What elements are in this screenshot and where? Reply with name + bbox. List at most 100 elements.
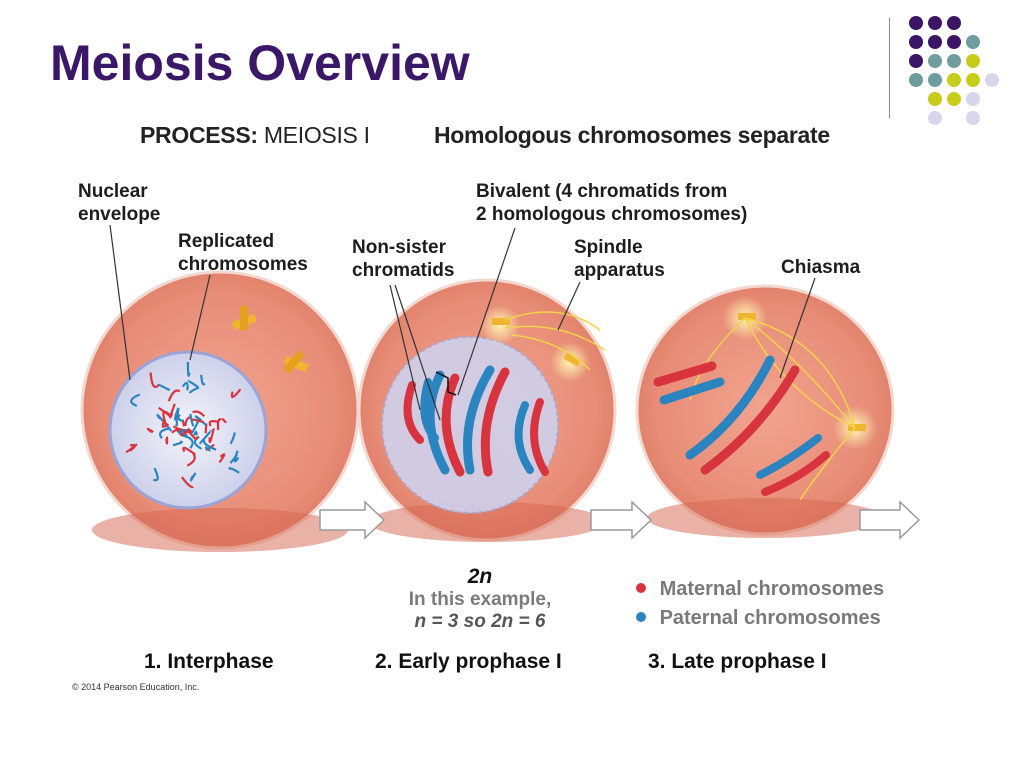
cell-interphase — [80, 270, 360, 552]
legend-paternal-label: Paternal chromosomes — [659, 607, 881, 629]
decorative-dot — [928, 73, 942, 87]
chromatin-strand — [156, 413, 173, 432]
chromatin-strand — [189, 413, 195, 427]
centrosome — [231, 306, 309, 374]
chromatin-strand — [169, 403, 176, 419]
chromatin-strand — [187, 380, 199, 389]
chromatin-strand — [182, 446, 197, 456]
decorative-dot — [928, 92, 942, 106]
decorative-dot — [947, 73, 961, 87]
paternal-color-dot — [636, 611, 646, 622]
homologous-pairs — [403, 365, 549, 477]
chromatin-strand — [176, 407, 184, 422]
chromatin-strand — [130, 393, 141, 407]
decorative-dot-grid — [909, 16, 999, 125]
decorative-dot — [928, 16, 942, 30]
decorative-dot — [928, 111, 942, 125]
chromatin-strand — [180, 430, 188, 437]
chromatin-strand — [233, 450, 240, 463]
chromosome-tetrads — [653, 355, 830, 496]
chromatin-strand — [221, 418, 227, 424]
label-spindle-apparatus: Spindle apparatus — [574, 236, 665, 282]
label-nuclear-envelope: Nuclear envelope — [78, 180, 160, 226]
decorative-dot — [947, 92, 961, 106]
label-replicated-chromosomes: Replicated chromosomes — [178, 230, 308, 276]
chromatin-strand — [186, 361, 191, 377]
cell-early-prophase — [357, 278, 617, 542]
chromatin-strand — [181, 476, 194, 489]
chromatin-strand — [172, 440, 183, 447]
chromatin-strand — [204, 446, 211, 452]
chromatin-strand — [202, 439, 217, 451]
chromatin-strand — [146, 427, 154, 434]
chromatin-strand — [208, 420, 220, 427]
replicated-chromosomes — [125, 361, 242, 489]
process-label: PROCESS: MEIOSIS I — [140, 122, 370, 149]
spindle-poles — [480, 305, 606, 382]
stage-label-late-prophase: 3. Late prophase I — [648, 650, 827, 673]
chromatin-strand — [191, 418, 204, 424]
bivalent-bracket — [435, 371, 457, 396]
legend-paternal: Paternal chromosomes — [636, 607, 884, 630]
stage-label-early-prophase: 2. Early prophase I — [375, 650, 562, 673]
decorative-dot — [909, 73, 923, 87]
decorative-dot — [909, 16, 923, 30]
label-line: Nuclear — [78, 181, 148, 202]
process-prefix: PROCESS: — [140, 122, 258, 148]
spindle-fibers — [689, 296, 877, 501]
chromatin-strand — [187, 429, 199, 440]
label-line: chromosomes — [178, 254, 308, 275]
process-subtitle: Homologous chromosomes separate — [434, 122, 830, 148]
chromatin-strand — [152, 467, 159, 482]
slide-title: Meiosis Overview — [50, 35, 470, 91]
chromatin-strand — [174, 413, 179, 427]
decorative-dot — [985, 73, 999, 87]
chromatin-strand — [198, 429, 212, 445]
chromatin-strand — [162, 410, 171, 427]
decorative-dot — [947, 16, 961, 30]
chromatin-strand — [200, 374, 206, 386]
decorative-dot — [966, 73, 980, 87]
chromatin-strand — [181, 381, 189, 391]
label-line: Spindle — [574, 237, 643, 258]
decorative-dot — [966, 54, 980, 68]
stage-arrows — [319, 500, 921, 540]
callout-leader-lines — [109, 224, 816, 421]
label-chiasma: Chiasma — [781, 257, 861, 278]
chromatin-strand — [189, 472, 197, 482]
chromatin-strand — [204, 423, 208, 434]
example-line-2: n = 3 so 2n = 6 — [414, 611, 546, 632]
chromatin-strand — [181, 434, 194, 449]
chromatin-strand — [158, 384, 171, 392]
decorative-dot — [909, 35, 923, 49]
chromatin-strand — [194, 415, 208, 427]
chromatin-strand — [230, 388, 242, 398]
chromatin-strand — [184, 416, 191, 427]
label-line: Non-sister — [352, 237, 446, 258]
label-line: Bivalent (4 chromatids from — [476, 181, 728, 202]
process-name: MEIOSIS I — [263, 122, 370, 148]
chromatin-strand — [149, 372, 161, 388]
chromatin-strand — [229, 432, 236, 445]
chromatin-strand — [192, 410, 206, 418]
ploidy-label: 2n — [467, 565, 493, 588]
decorative-dot — [909, 54, 923, 68]
label-line: envelope — [78, 204, 161, 225]
chromatin-strand — [228, 467, 240, 474]
decorative-dot — [928, 35, 942, 49]
label-line: 2 homologous chromosomes) — [476, 204, 748, 225]
stage-label-interphase: 1. Interphase — [144, 650, 274, 673]
example-note: 2n In this example, n = 3 so 2n = 6 — [380, 565, 580, 633]
copyright-notice: © 2014 Pearson Education, Inc. — [72, 682, 200, 692]
label-line: chromatids — [352, 260, 455, 281]
label-line: Replicated — [178, 231, 275, 252]
legend-maternal-label: Maternal chromosomes — [659, 578, 885, 600]
maternal-color-dot — [636, 582, 646, 593]
chromatin-strand — [216, 418, 222, 431]
decorative-divider — [889, 18, 890, 118]
label-non-sister-chromatids: Non-sister chromatids — [352, 236, 454, 282]
chromatin-strand — [218, 453, 226, 464]
chromatin-strand — [208, 428, 215, 444]
decorative-dot — [966, 35, 980, 49]
